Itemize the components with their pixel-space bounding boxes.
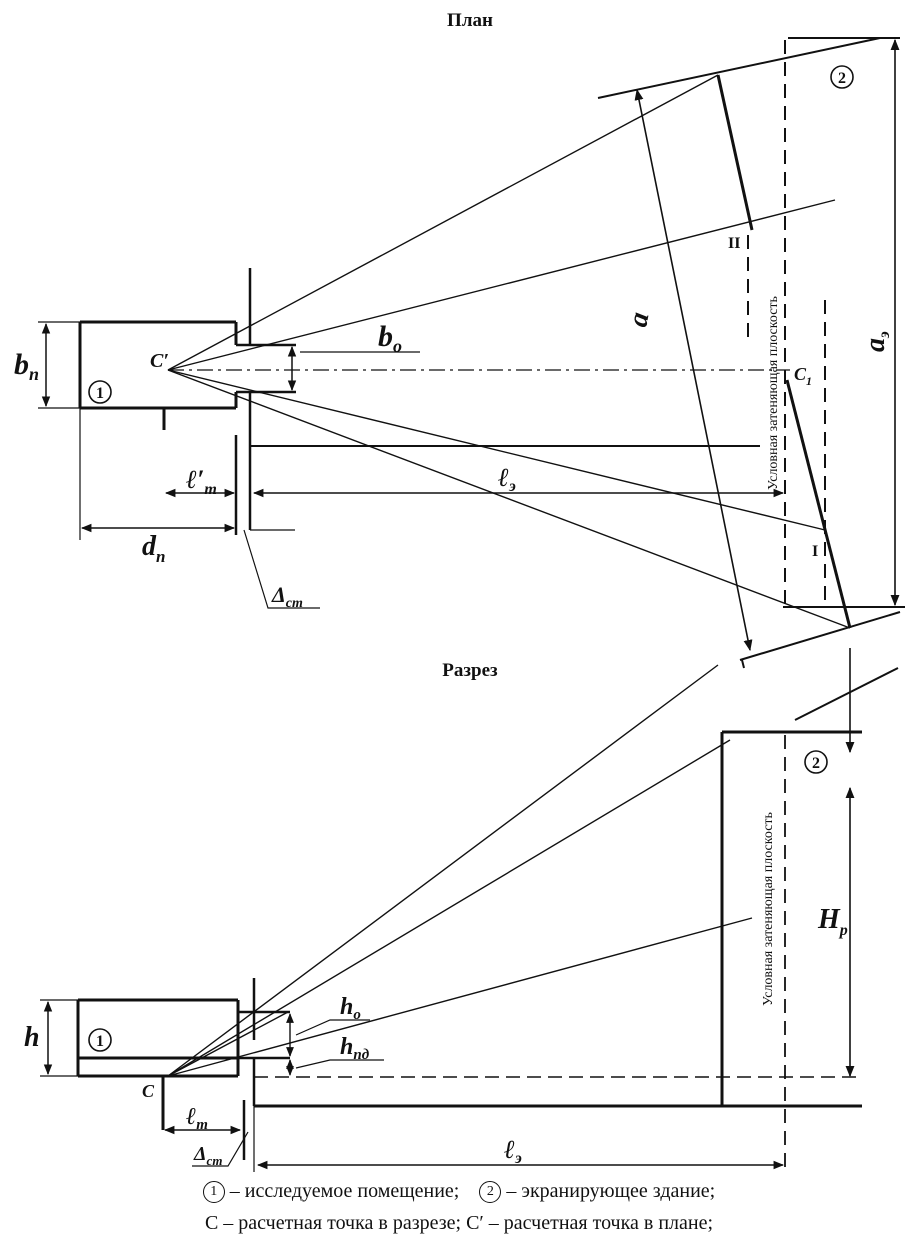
label-point-I: I	[812, 543, 818, 560]
label-point-II: II	[728, 235, 740, 252]
plan-building-marker	[830, 65, 854, 89]
legend-text-1: – исследуемое помещение;	[224, 1180, 460, 1202]
plan-shading-building	[597, 37, 905, 661]
plan-room	[78, 320, 238, 430]
section-rays	[167, 664, 753, 1077]
label-b-p: bп	[14, 348, 39, 384]
plan-labels: bп 1 C′ bо ℓ′т dп Δст ℓэ a aэ 2 C1 I II …	[14, 65, 893, 611]
plan-building-number: 2	[838, 70, 846, 87]
plan-rays	[167, 74, 851, 629]
legend-line-1: 1 – исследуемое помещение; 2 – экранирую…	[0, 1180, 918, 1204]
plan-wall	[234, 268, 296, 535]
label-b-o: bо	[378, 320, 402, 356]
label-l-e: ℓэ	[498, 463, 516, 495]
section-shading-plane-label: Условная затеняющая плоскость	[761, 812, 776, 1006]
label-c: C	[142, 1081, 155, 1101]
section-room-marker	[88, 1028, 112, 1052]
label-l-t: ℓт	[186, 1104, 208, 1133]
section-building-marker	[804, 750, 828, 774]
section-wall	[238, 978, 290, 1160]
label-delta-st-section: Δст	[193, 1143, 222, 1168]
label-d-p: dп	[142, 531, 165, 566]
label-l-t-prime: ℓ′т	[186, 465, 217, 498]
section-room	[76, 998, 240, 1130]
plan-room-number: 1	[96, 385, 104, 402]
legend-text-2: – экранирующее здание;	[501, 1180, 716, 1202]
dim-a	[634, 88, 753, 652]
label-c1: C1	[794, 364, 812, 388]
label-a: a	[622, 310, 655, 330]
label-delta-st: Δст	[271, 582, 303, 611]
section-building	[254, 730, 862, 1108]
label-h: h	[24, 1022, 40, 1053]
plan-title: План	[447, 10, 493, 31]
legend-line-2: C – расчетная точка в разрезе; C′ – расч…	[204, 1212, 714, 1234]
plan-room-marker	[88, 380, 112, 404]
section-building-number: 2	[812, 755, 820, 772]
legend-marker-2: 2	[479, 1181, 502, 1204]
label-c-prime: C′	[150, 350, 169, 372]
label-l-e-section: ℓэ	[504, 1135, 522, 1167]
plan-shading-plane-label: Условная затеняющая плоскость	[766, 296, 781, 490]
section-view: Разрез	[40, 648, 899, 1172]
label-h-pd: hпд	[340, 1034, 370, 1063]
section-labels: h 1 C hо hпд ℓт Δст ℓэ Hр 2 Условная зат…	[24, 750, 848, 1168]
label-H-r: Hр	[817, 904, 848, 939]
label-h-o: hо	[340, 994, 361, 1023]
plan-view: План	[38, 10, 905, 669]
legend-marker-1: 1	[202, 1181, 225, 1204]
section-room-number: 1	[96, 1033, 104, 1050]
label-a-e: aэ	[860, 331, 893, 352]
section-title: Разрез	[442, 660, 498, 681]
